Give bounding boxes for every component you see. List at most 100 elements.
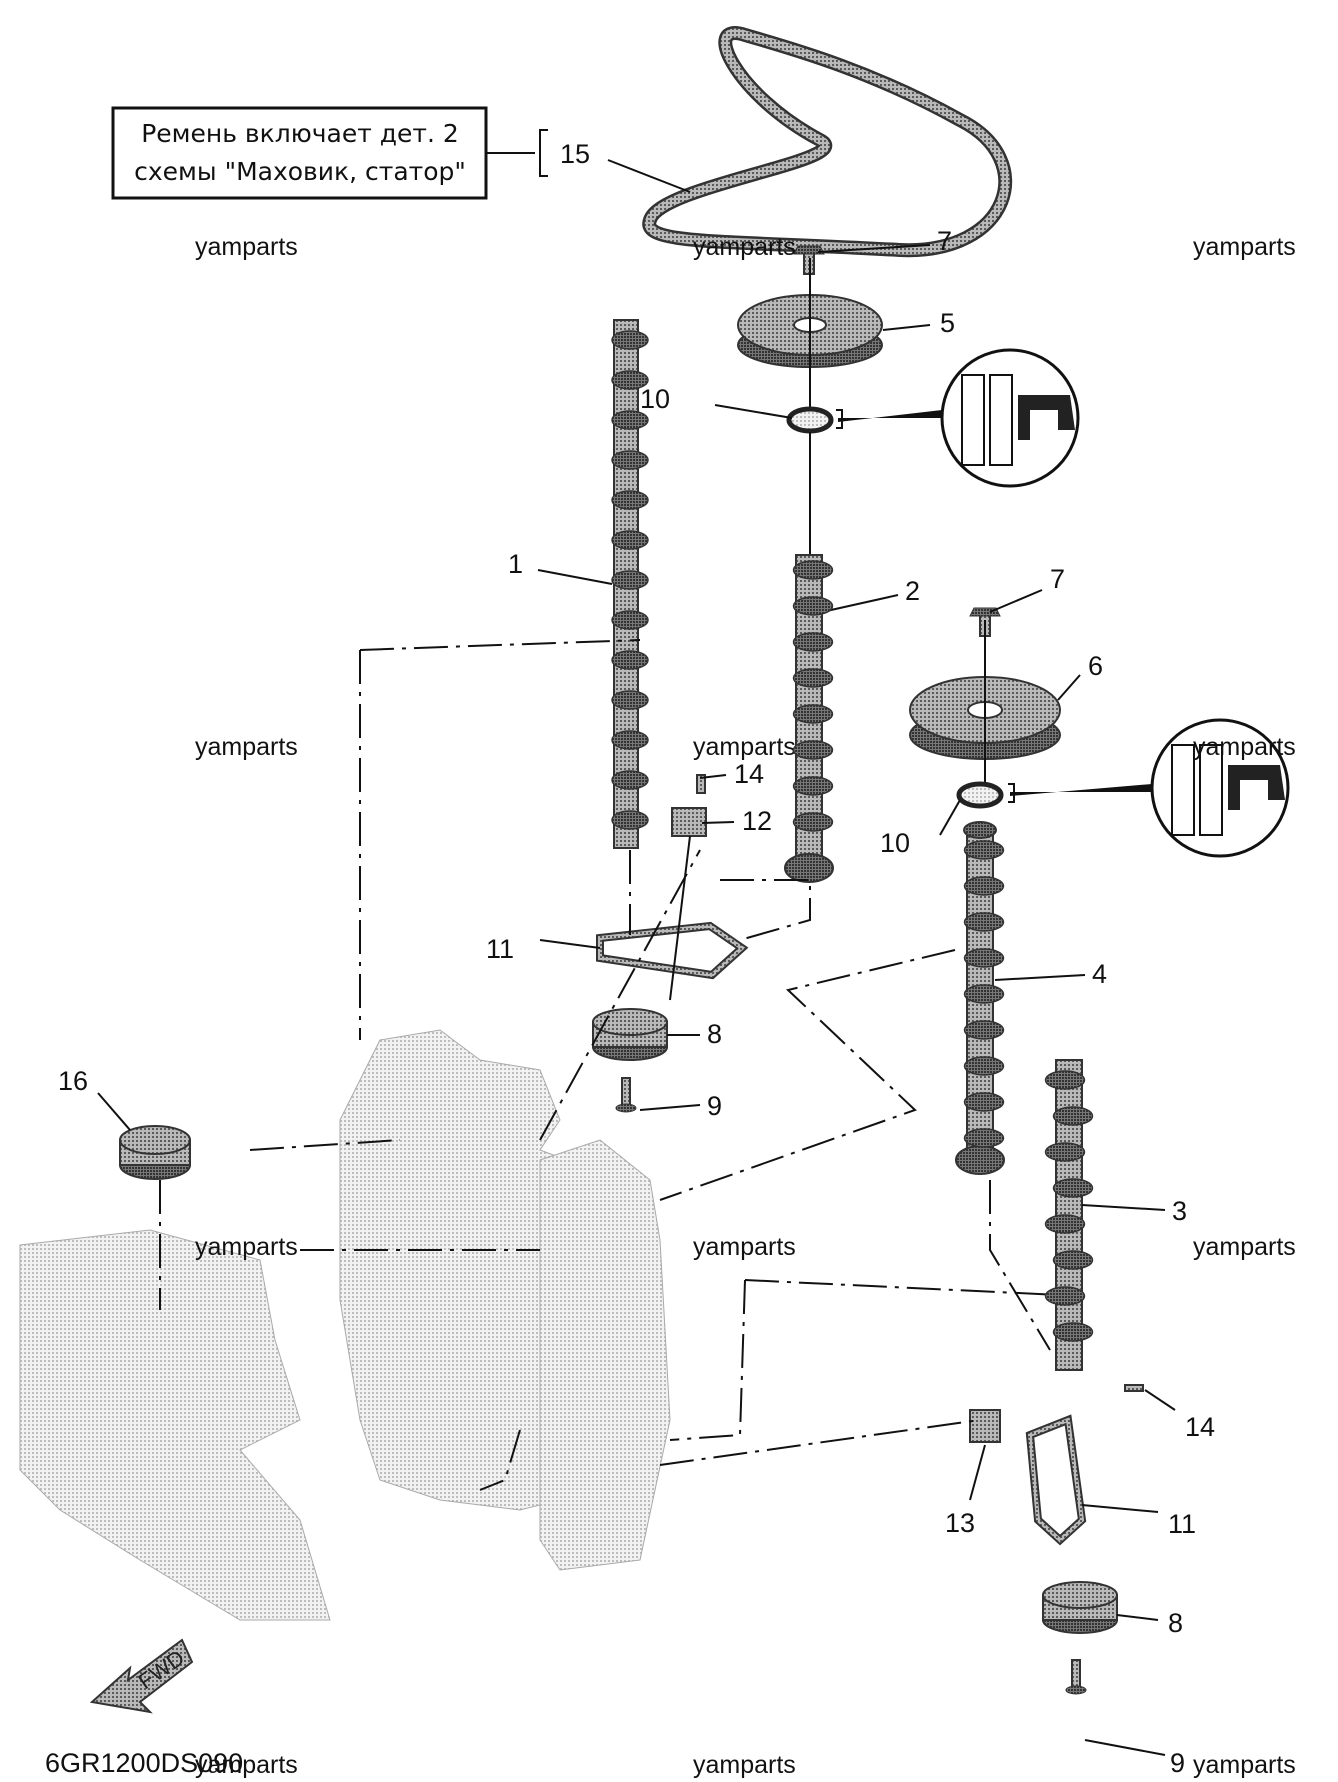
cam-lobe	[963, 912, 1005, 932]
watermark: yamparts	[693, 1233, 796, 1261]
cam-lobes	[792, 560, 834, 832]
cam-lobe	[963, 840, 1005, 860]
cam-lobe	[963, 948, 1005, 968]
cam-lobe	[1052, 1178, 1094, 1198]
tensioner-16[interactable]	[119, 1125, 191, 1180]
watermark: yamparts	[693, 733, 796, 761]
watermark: yamparts	[1193, 1233, 1296, 1261]
oil-seal-10-second[interactable]	[956, 781, 1004, 809]
cam-lobe	[611, 730, 649, 750]
callout-7-second[interactable]: 7	[1050, 564, 1065, 594]
callout-14-top[interactable]: 14	[734, 759, 764, 789]
belt-note-box: Ремень включает дет. 2 схемы "Маховик, с…	[111, 106, 548, 200]
callout-9-left[interactable]: 9	[707, 1091, 722, 1121]
cam-lobe	[963, 876, 1005, 896]
cam-lobe	[611, 370, 649, 390]
bolt-14-lower[interactable]	[1124, 1384, 1144, 1392]
watermark: yamparts	[195, 1751, 298, 1779]
cam-lobe	[792, 776, 834, 796]
cam-lobe	[792, 632, 834, 652]
cam-lobe	[1044, 1214, 1086, 1234]
cam-lobe	[1052, 1322, 1094, 1342]
callout-11-left[interactable]: 11	[486, 934, 514, 964]
callout-9-right[interactable]: 9	[1170, 1748, 1185, 1778]
bolt-9-left[interactable]	[615, 1077, 637, 1113]
callout-leaders	[97, 159, 1176, 1756]
cam-lobe	[611, 690, 649, 710]
callout-8-left[interactable]: 8	[707, 1019, 722, 1049]
cam-lobe	[792, 704, 834, 724]
callout-2[interactable]: 2	[905, 576, 920, 606]
cam-lobe	[611, 610, 649, 630]
cam-lobe	[792, 560, 834, 580]
cam-lobe	[611, 570, 649, 590]
pulley-5[interactable]	[737, 258, 883, 420]
callout-13[interactable]: 13	[945, 1508, 975, 1538]
cam-lobe	[963, 984, 1005, 1004]
timing-chain-11-left[interactable]	[596, 921, 749, 980]
watermark: yamparts	[693, 1751, 796, 1779]
oil-seal-10-top[interactable]	[786, 406, 834, 434]
callout-15[interactable]: 15	[560, 139, 590, 169]
callout-labels: 15 7 5 10 1 2 7 6 14 12 10 11 4 8 16 9 3…	[58, 139, 1215, 1778]
callout-10-second[interactable]: 10	[880, 828, 910, 858]
watermark: yamparts	[1193, 733, 1296, 761]
cam-lobe	[1044, 1286, 1086, 1306]
cam-lobe	[1044, 1142, 1086, 1162]
drawing-code: 6GR1200DS090	[45, 1748, 243, 1778]
cam-lobe	[611, 650, 649, 670]
watermark: yamparts	[1193, 233, 1296, 261]
engine-block-ghost	[19, 1029, 671, 1621]
note-line-1: Ремень включает дет. 2	[141, 119, 459, 148]
cam-lobe	[792, 812, 834, 832]
watermark: yamparts	[195, 733, 298, 761]
cam-lobe	[1052, 1250, 1094, 1270]
note-line-2: схемы "Маховик, статор"	[134, 157, 466, 186]
callout-1[interactable]: 1	[508, 549, 523, 579]
cam-lobes	[963, 840, 1005, 1148]
cam-lobe	[792, 740, 834, 760]
sprocket-8-left[interactable]	[592, 1008, 668, 1061]
cam-lobe	[963, 1092, 1005, 1112]
watermark: yamparts	[195, 233, 298, 261]
cam-lobe	[611, 770, 649, 790]
bolt-9-right[interactable]	[1065, 1659, 1087, 1695]
seal-detail-inset-second	[1008, 718, 1290, 858]
bolt-14-top[interactable]	[696, 774, 706, 794]
cam-lobes	[611, 330, 649, 830]
cam-lobe	[963, 1056, 1005, 1076]
watermark: yamparts	[1193, 1751, 1296, 1779]
callout-5[interactable]: 5	[940, 308, 955, 338]
sprocket-8-right[interactable]	[1042, 1581, 1118, 1634]
callout-16[interactable]: 16	[58, 1066, 88, 1096]
assembly-lines	[159, 639, 1061, 1491]
cam-lobe	[1044, 1070, 1086, 1090]
callout-7-top[interactable]: 7	[937, 226, 952, 256]
fwd-arrow-icon: FWD	[89, 1638, 194, 1714]
watermark: yamparts	[195, 1233, 298, 1261]
cam-lobe	[963, 1020, 1005, 1040]
cam-lobes	[1044, 1070, 1094, 1342]
watermark: yamparts	[693, 233, 796, 261]
chain-guide-13[interactable]	[969, 1409, 1001, 1443]
callout-4[interactable]: 4	[1092, 959, 1107, 989]
cam-lobe	[611, 330, 649, 350]
cam-lobe	[792, 668, 834, 688]
callout-12[interactable]: 12	[742, 806, 772, 836]
callout-10-top[interactable]: 10	[640, 384, 670, 414]
pulley-6[interactable]	[909, 620, 1061, 790]
callout-8-right[interactable]: 8	[1168, 1608, 1183, 1638]
timing-chain-11-right[interactable]	[1025, 1414, 1087, 1546]
callout-11-right[interactable]: 11	[1168, 1509, 1196, 1539]
cam-lobe	[611, 490, 649, 510]
cam-lobe	[611, 810, 649, 830]
cam-lobe	[611, 530, 649, 550]
timing-belt[interactable]	[642, 26, 1013, 258]
cam-lobe	[792, 596, 834, 616]
callout-3[interactable]: 3	[1172, 1196, 1187, 1226]
callout-14-lower[interactable]: 14	[1185, 1412, 1215, 1442]
callout-6[interactable]: 6	[1088, 651, 1103, 681]
seal-detail-inset-top	[836, 348, 1080, 488]
cam-lobe	[1052, 1106, 1094, 1126]
